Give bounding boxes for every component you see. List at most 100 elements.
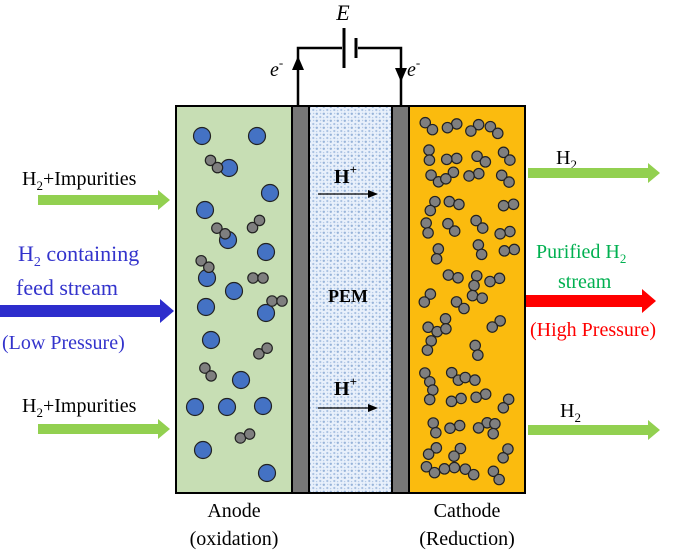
compartment-labels: Anode (oxidation) Cathode (Reduction): [190, 500, 515, 550]
impurity-molecule-icon: [422, 442, 443, 460]
impurity-molecule-icon: [427, 417, 442, 439]
proton-arrow-bottom: [318, 404, 378, 412]
outlet-top-label: H2: [556, 147, 577, 172]
impurity-molecule-icon: [438, 461, 461, 475]
product-label-line2: stream: [558, 271, 612, 293]
impurity-molecule-icon: [497, 146, 516, 166]
impurity-molecule-icon: [466, 289, 488, 304]
pem-label: PEM: [328, 286, 368, 306]
proton-arrow-top: [318, 190, 378, 198]
impurity-molecule-icon: [430, 243, 445, 265]
h2-molecule-icon: [185, 397, 205, 417]
impurity-molecule-icon: [424, 195, 441, 217]
inlet-top-arrow-icon: [38, 190, 170, 210]
impurity-molecule-icon: [419, 116, 439, 136]
electron-down-arrow-icon: [395, 68, 407, 82]
outlet-streams: H2 Purified H2 stream (High Pressure) H2: [526, 147, 660, 440]
cathode-label: Cathode: [434, 500, 501, 522]
impurity-molecule-icon: [444, 419, 466, 434]
product-arrow-icon: [526, 289, 656, 313]
external-circuit: E e- e-: [270, 0, 420, 105]
impurity-molecule-icon: [421, 335, 438, 356]
circuit-wire-right: [358, 46, 403, 105]
impurity-molecule-icon: [195, 254, 215, 274]
h2-molecule-icon: [196, 297, 216, 317]
voltage-source-label: E: [335, 0, 350, 25]
impurity-molecule-icon: [469, 339, 484, 361]
inlet-streams: H2+Impurities H2 containing feed stream …: [0, 168, 174, 439]
impurity-molecule-icon: [484, 120, 504, 140]
h2-molecule-icon: [253, 396, 273, 416]
h2-molecule-icon: [192, 126, 212, 146]
product-label-line1: Purified H2: [536, 241, 626, 266]
impurity-molecule-icon: [459, 371, 481, 386]
impurity-molecule-icon: [420, 217, 434, 239]
anode-label: Anode: [207, 500, 260, 522]
impurity-molecule-icon: [470, 214, 489, 234]
cathode-sublabel: (Reduction): [419, 528, 515, 550]
impurity-molecule-icon: [465, 118, 485, 137]
impurity-molecule-icon: [423, 144, 436, 166]
impurity-molecule-icon: [445, 392, 467, 408]
impurity-molecule-icon: [463, 167, 485, 182]
h2-molecule-icon: [256, 242, 276, 262]
impurity-molecule-icon: [204, 154, 224, 174]
inlet-bottom-label: H2+Impurities: [22, 395, 137, 420]
inlet-top-label: H2+Impurities: [22, 168, 137, 193]
impurity-molecule-icon: [495, 169, 515, 188]
impurity-molecule-icon: [439, 312, 452, 335]
impurity-molecule-icon: [472, 239, 488, 261]
outlet-top-arrow-icon: [528, 163, 660, 183]
impurity-molecule-icon: [497, 443, 514, 464]
h2-molecule-icon: [201, 330, 221, 350]
impurity-molecule-icon: [443, 195, 465, 211]
h2-molecule-icon: [260, 183, 280, 203]
impurity-molecule-icon: [470, 388, 492, 404]
impurity-molecule-icon: [486, 315, 506, 333]
outlet-bottom-label: H2: [560, 400, 581, 425]
electron-up-arrow-icon: [292, 56, 304, 70]
impurity-molecule-icon: [487, 418, 501, 440]
impurity-molecule-icon: [471, 150, 492, 168]
anode-sublabel: (oxidation): [190, 528, 279, 550]
h2-molecule-icon: [257, 463, 277, 483]
h2-molecule-icon: [256, 303, 276, 323]
impurity-molecule-icon: [211, 222, 231, 240]
impurity-molecule-icon: [440, 166, 460, 185]
impurity-molecule-icon: [418, 288, 437, 308]
h2-molecule-icon: [247, 126, 267, 146]
impurity-molecule-icon: [247, 272, 269, 284]
electron-label-left: e-: [270, 55, 283, 81]
impurity-molecule-icon: [445, 366, 465, 386]
feed-pressure-label: (Low Pressure): [2, 332, 125, 354]
impurity-molecule-icon: [487, 465, 505, 486]
impurity-molecule-icon: [442, 269, 464, 284]
proton-label-bottom: H+: [334, 374, 357, 400]
impurity-molecule-icon: [498, 243, 521, 257]
impurity-molecule-icon: [199, 362, 217, 382]
impurity-molecule-icon: [420, 460, 441, 479]
impurity-molecule-icon: [423, 384, 439, 406]
impurity-molecule-icon: [441, 118, 463, 134]
proton-label-top: H+: [334, 162, 357, 188]
impurity-molecule-icon: [448, 442, 467, 462]
h2-molecule-icon: [217, 397, 237, 417]
impurity-molecule-icon: [497, 393, 515, 414]
outlet-bottom-arrow-icon: [528, 420, 660, 440]
circuit-wire-left: [296, 46, 342, 105]
impurity-molecule-icon: [484, 272, 506, 288]
impurity-molecule-icon: [266, 295, 288, 307]
battery-icon: [342, 28, 358, 68]
feed-label-line2: feed stream: [16, 275, 118, 300]
impurity-molecule-icon: [440, 152, 463, 166]
inlet-bottom-arrow-icon: [38, 419, 170, 439]
pem-membrane: [308, 105, 393, 494]
electron-label-right: e-: [407, 55, 420, 81]
feed-arrow-icon: [0, 299, 174, 323]
particles: [185, 116, 521, 486]
h2-molecule-icon: [231, 370, 251, 390]
impurity-molecule-icon: [442, 217, 461, 237]
cathode-electrode: [391, 105, 410, 494]
h2-molecule-icon: [195, 200, 215, 220]
